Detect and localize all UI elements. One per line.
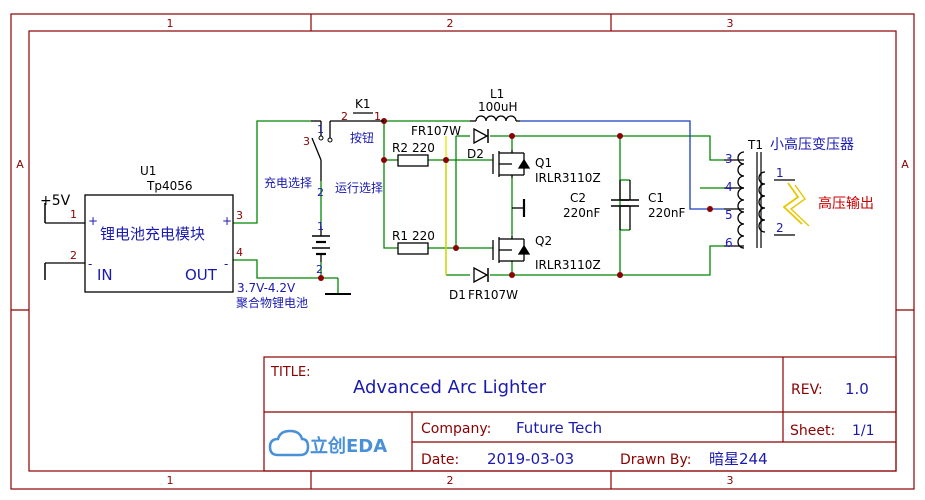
battery-pin2: 2 — [316, 263, 323, 276]
l1-value: 100uH — [478, 100, 518, 114]
power-pin1: 1 — [70, 208, 77, 221]
sw-label-run: 运行选择 — [335, 181, 383, 195]
sheet-value: 1/1 — [852, 423, 875, 439]
rev-label: REV: — [791, 382, 823, 398]
r2-ref: R2 — [392, 141, 408, 155]
q2-mosfet[interactable]: Q2 IRLR3110Z — [492, 234, 601, 272]
title-label: TITLE: — [270, 365, 311, 380]
k1-button[interactable]: K1 2 1 按钮 — [341, 97, 384, 145]
source-ground — [512, 199, 526, 217]
rev-value: 1.0 — [845, 380, 869, 398]
c2-value: 220nF — [563, 206, 601, 220]
company-label: Company: — [421, 421, 491, 437]
r1-ref: R1 — [392, 229, 408, 243]
k1-pin1: 1 — [374, 110, 381, 123]
c2-capacitor[interactable]: C2 220nF — [563, 180, 629, 230]
u1-out-label: OUT — [185, 266, 218, 284]
c1-capacitor[interactable]: C1 220nF — [621, 180, 686, 230]
power-5v[interactable]: +5V 1 2 — [40, 193, 85, 280]
q2-ref: Q2 — [535, 234, 552, 248]
c1-value: 220nF — [648, 206, 686, 220]
r2-resistor[interactable]: R2 220 — [392, 141, 435, 167]
sw-pin2: 2 — [317, 186, 324, 199]
r1-value: 220 — [412, 229, 435, 243]
d1-diode[interactable]: D1 FR107W — [449, 266, 518, 302]
title-block — [263, 356, 897, 472]
company-value: Future Tech — [516, 419, 602, 437]
power-pin2: 2 — [70, 249, 77, 262]
r1-resistor[interactable]: R1 220 — [392, 229, 435, 255]
u1-plus-right: + — [222, 214, 232, 228]
q1-ref: Q1 — [535, 156, 552, 170]
d2-diode[interactable]: FR107W D2 — [411, 124, 489, 161]
frame-col-label-bottom-3: 3 — [727, 474, 734, 487]
t1-ref: T1 — [747, 138, 763, 152]
u1-plus-left: + — [88, 214, 98, 228]
d1-value: FR107W — [468, 288, 518, 302]
frame-col-label-1: 1 — [167, 17, 174, 30]
c1-ref: C1 — [648, 191, 664, 205]
battery-sublabel: 聚合物锂电池 — [236, 295, 308, 310]
t1-sec-pin2: 2 — [776, 221, 784, 235]
q2-value: IRLR3110Z — [535, 258, 601, 272]
battery[interactable]: 1 2 3.7V-4.2V 聚合物锂电池 — [236, 220, 351, 310]
frame-col-label-bottom-1: 1 — [167, 474, 174, 487]
u1-ref: U1 — [140, 164, 156, 178]
output-label: 高压输出 — [818, 195, 874, 212]
u1-value: Tp4056 — [146, 179, 193, 193]
sheet-label: Sheet: — [790, 423, 835, 439]
c2-ref: C2 — [570, 191, 586, 205]
date-label: Date: — [421, 452, 459, 468]
l1-ref: L1 — [490, 87, 504, 101]
frame-col-label-bottom-2: 2 — [447, 474, 454, 487]
q1-mosfet[interactable]: Q1 IRLR3110Z — [492, 150, 601, 185]
frame-col-label-3: 3 — [727, 17, 734, 30]
t1-pin4: 4 — [725, 180, 733, 194]
title-value: Advanced Arc Lighter — [353, 377, 547, 398]
cloud-icon — [268, 429, 310, 457]
q1-value: IRLR3110Z — [535, 171, 601, 185]
t1-sec-pin1: 1 — [776, 166, 784, 180]
u1-pin3: 3 — [236, 209, 243, 222]
l1-inductor[interactable]: L1 100uH — [470, 87, 520, 122]
frame-col-label-2: 2 — [447, 17, 454, 30]
drawn-by-value: 暗星244 — [709, 450, 768, 468]
d2-ref: D2 — [467, 147, 484, 161]
u1-pin4: 4 — [236, 246, 243, 259]
u1-minus-left: - — [88, 257, 92, 271]
sw-pin3: 3 — [303, 135, 310, 148]
u1-label: 锂电池充电模块 — [100, 225, 205, 243]
u1-charger-module[interactable]: U1 Tp4056 锂电池充电模块 IN OUT + - + - 3 4 — [84, 164, 243, 293]
sw-label-charge: 充电选择 — [264, 175, 312, 190]
t1-pin5: 5 — [725, 208, 733, 222]
k1-label: 按钮 — [350, 130, 374, 145]
date-value: 2019-03-03 — [487, 450, 574, 468]
t1-transformer[interactable]: T1 小高压变压器 3 4 5 6 1 2 — [724, 136, 854, 250]
k1-ref: K1 — [355, 97, 371, 111]
logo-text: 立创EDA — [310, 435, 387, 457]
spark-icon — [782, 182, 803, 225]
selector-switch[interactable]: 3 1 2 充电选择 运行选择 — [264, 120, 383, 199]
sw-pin1: 1 — [317, 123, 324, 136]
k1-pin2: 2 — [341, 110, 348, 123]
t1-pin6: 6 — [725, 236, 733, 250]
d1-ref: D1 — [449, 288, 466, 302]
frame-row-label-left: A — [16, 158, 24, 171]
drawn-by-label: Drawn By: — [620, 452, 691, 468]
battery-label: 3.7V-4.2V — [237, 281, 296, 295]
frame-row-label-right: A — [901, 158, 909, 171]
t1-pin3: 3 — [725, 152, 733, 166]
r2-value: 220 — [412, 141, 435, 155]
u1-minus-right: - — [224, 257, 228, 271]
d2-value: FR107W — [411, 124, 461, 138]
power-label: +5V — [40, 193, 71, 209]
hv-output: 高压输出 — [782, 182, 874, 227]
battery-pin1: 1 — [317, 220, 324, 233]
u1-in-label: IN — [97, 266, 113, 284]
t1-label: 小高压变压器 — [770, 136, 854, 153]
lceda-logo: 立创EDA — [268, 429, 387, 457]
